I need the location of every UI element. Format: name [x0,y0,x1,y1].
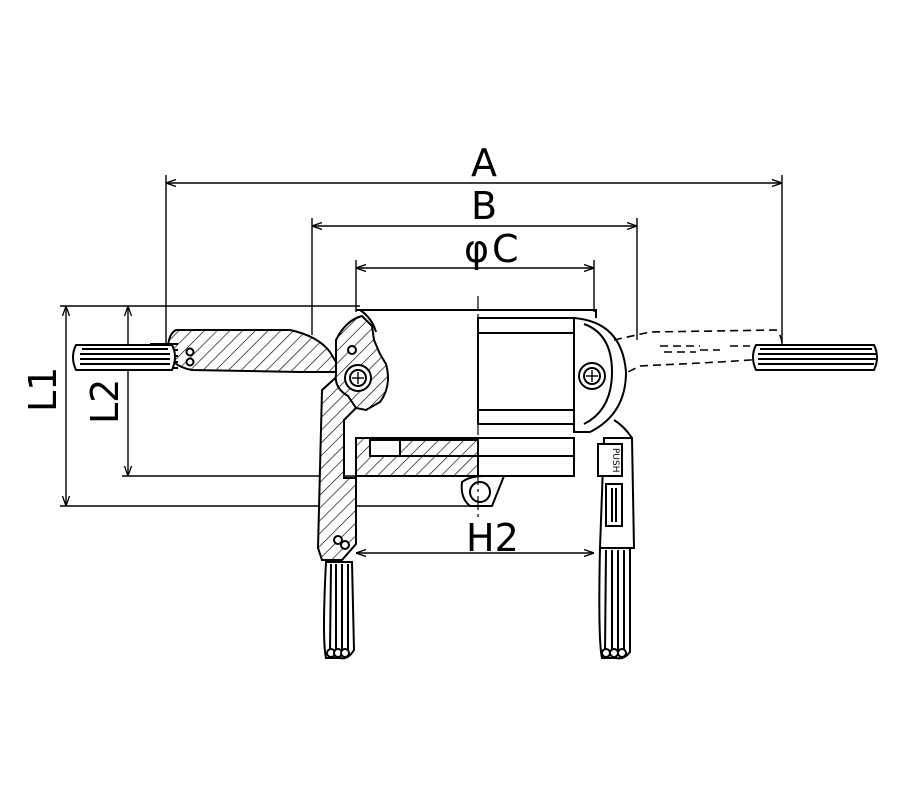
left-cam-pin [333,535,343,545]
left-ring-hole [185,357,195,367]
dimension-l2-label: L2 [83,379,127,424]
left-small-pin [347,345,357,355]
seal-lines [400,439,478,457]
right-lever-hidden-detail [660,345,750,353]
left-cam-pin [340,540,350,550]
right-lever-hidden [613,329,784,375]
dimension-phi-symbol: φ [464,227,489,271]
left-cam-arm [72,314,389,660]
dimension-b-label: B [471,184,497,228]
right-lower-end [617,648,627,658]
right-cam-arm: PUSH [597,329,878,660]
dimension-lines [60,175,783,553]
dimension-c-label: C [492,227,519,271]
right-lower-lever [598,547,631,660]
right-lower-end [609,648,619,658]
left-lower-strands [329,563,349,652]
lock-slot-inner [611,488,617,522]
body-top-chamfer [359,309,377,333]
right-cam-housing-inner [583,323,614,425]
left-ring-strands [80,348,170,365]
push-button[interactable] [597,443,623,477]
right-arm-connector [613,419,633,439]
body-top-edge [356,309,597,318]
left-lower-lever [323,561,356,660]
right-ring-strands [758,348,876,365]
right-lower-end [601,648,611,658]
push-label: PUSH [610,448,620,473]
body-bore-right [477,317,575,425]
dimension-h2-label: H2 [466,516,519,560]
coupling-body [355,296,628,520]
lock-slot [605,483,623,527]
bottom-lug-hole [469,481,491,503]
dimension-a-label: A [471,141,497,185]
seal-groove [369,439,401,457]
right-lower-strands [604,549,625,653]
left-ring-hole [185,347,195,357]
dimension-l1-label: L1 [21,367,65,412]
left-lower-end [340,648,350,658]
dimension-labels: A B φ C L1 L2 H2 [21,141,519,560]
left-lever-section [166,329,344,373]
